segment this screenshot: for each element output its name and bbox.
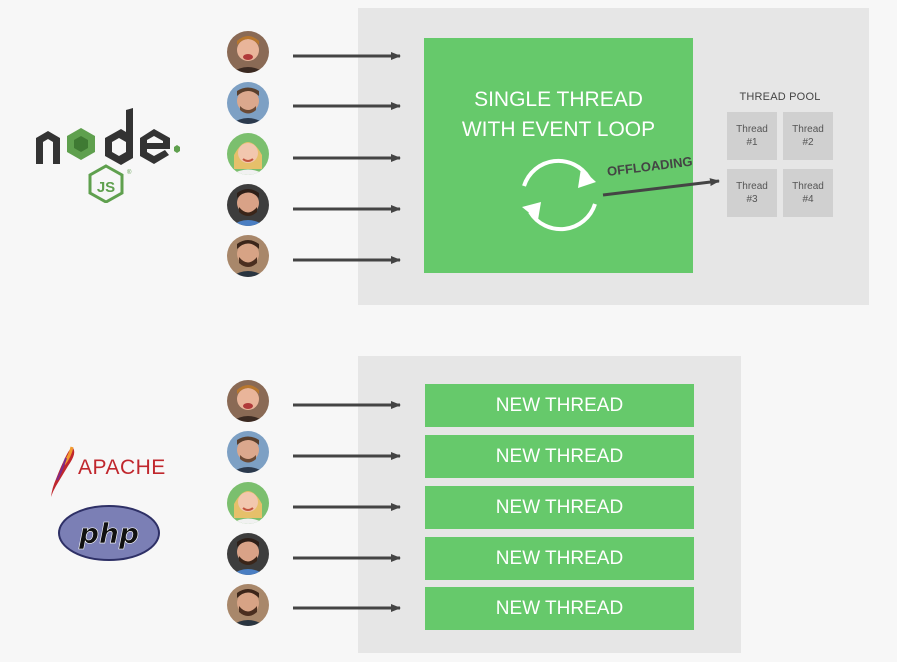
php-logo-text: php bbox=[78, 517, 139, 550]
thread-pool-cell-3: Thread #3 bbox=[727, 169, 777, 217]
user-avatar-5 bbox=[227, 584, 269, 626]
user-avatar-3 bbox=[227, 133, 269, 175]
php-logo: php bbox=[58, 505, 160, 561]
thread-pool-title: THREAD POOL bbox=[739, 91, 821, 103]
thread-cell-label: Thread bbox=[792, 181, 824, 192]
user-avatar-1 bbox=[227, 31, 269, 73]
thread-cell-label: Thread bbox=[736, 181, 768, 192]
thread-cell-label: Thread bbox=[792, 124, 824, 135]
thread-cell-number: #3 bbox=[746, 194, 758, 205]
event-loop-title-line2: WITH EVENT LOOP bbox=[461, 118, 656, 141]
svg-text:JS: JS bbox=[97, 179, 115, 196]
thread-pool-cell-1: Thread #1 bbox=[727, 112, 777, 160]
user-avatar-5 bbox=[227, 235, 269, 277]
new-thread-box-4: NEW THREAD bbox=[425, 537, 694, 580]
new-thread-box-2: NEW THREAD bbox=[425, 435, 694, 478]
thread-cell-label: Thread bbox=[736, 124, 768, 135]
thread-pool-cell-2: Thread #2 bbox=[783, 112, 833, 160]
user-avatar-1 bbox=[227, 380, 269, 422]
user-avatar-2 bbox=[227, 431, 269, 473]
apache-logo-text: APACHE bbox=[78, 456, 166, 479]
new-thread-box-5: NEW THREAD bbox=[425, 587, 694, 630]
single-thread-event-loop-box: SINGLE THREAD WITH EVENT LOOP bbox=[424, 38, 693, 273]
thread-cell-number: #1 bbox=[746, 137, 758, 148]
user-avatar-2 bbox=[227, 82, 269, 124]
new-thread-box-3: NEW THREAD bbox=[425, 486, 694, 529]
thread-cell-number: #4 bbox=[802, 194, 814, 205]
event-loop-title: SINGLE THREAD WITH EVENT LOOP bbox=[424, 85, 693, 145]
new-thread-box-1: NEW THREAD bbox=[425, 384, 694, 427]
event-loop-title-line1: SINGLE THREAD bbox=[474, 88, 643, 111]
nodejs-logo: JS ® bbox=[36, 108, 180, 203]
user-avatar-4 bbox=[227, 533, 269, 575]
svg-text:®: ® bbox=[127, 169, 132, 176]
user-avatar-4 bbox=[227, 184, 269, 226]
apache-feather-icon bbox=[51, 446, 75, 497]
thread-cell-number: #2 bbox=[802, 137, 814, 148]
user-avatar-3 bbox=[227, 482, 269, 524]
thread-pool-cell-4: Thread #4 bbox=[783, 169, 833, 217]
